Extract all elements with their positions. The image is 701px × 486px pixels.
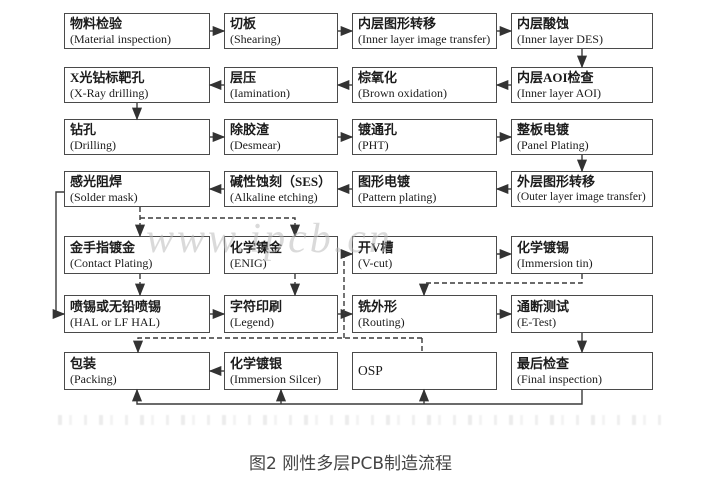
node-zh-label: 钻孔 bbox=[70, 121, 97, 137]
node-en-label: (Iamination) bbox=[230, 85, 290, 100]
node-en-label: (Immersion Silcer) bbox=[230, 371, 321, 386]
figure-caption: 图2 刚性多层PCB制造流程 bbox=[248, 454, 452, 474]
node-legend: 字符印刷(Legend) bbox=[224, 295, 338, 333]
node-zh-label: 金手指镀金 bbox=[70, 239, 136, 255]
node-en-label: (Contact Plating) bbox=[70, 255, 153, 270]
node-osp: OSP bbox=[352, 352, 497, 390]
node-en-label: (Inner layer DES) bbox=[517, 31, 603, 46]
node-alkaline-etching: 碱性蚀刻（SES）(Alkaline etching) bbox=[224, 171, 338, 207]
node-zh-label: 化学镀锡 bbox=[517, 239, 570, 255]
node-en-label: (ENIG) bbox=[230, 255, 267, 270]
node-immersion-silver: 化学镀银(Immersion Silcer) bbox=[224, 352, 338, 390]
node-en-label: (Inner layer image transfer) bbox=[358, 31, 491, 46]
node-etest: 通断测试(E-Test) bbox=[511, 295, 653, 333]
node-panel-plating: 整板电镀(Panel Plating) bbox=[511, 119, 653, 155]
node-zh-label: 棕氧化 bbox=[358, 69, 398, 85]
node-zh-label: 镀通孔 bbox=[358, 121, 398, 137]
node-en-label: (Final inspection) bbox=[517, 371, 602, 386]
edge-final-inspection-to-packing bbox=[131, 388, 583, 405]
node-zh-label: 最后检查 bbox=[517, 355, 570, 371]
node-zh-label: 包装 bbox=[70, 355, 97, 371]
node-zh-label: 碱性蚀刻（SES） bbox=[230, 173, 332, 189]
node-zh-label: 字符印刷 bbox=[230, 298, 283, 314]
node-enig: 化学镍金(ENIG) bbox=[224, 236, 338, 274]
node-zh-label: 化学镀银 bbox=[230, 355, 283, 371]
node-en-label: (Brown oxidation) bbox=[358, 85, 447, 100]
node-inner-layer-des: 内层酸蚀(Inner layer DES) bbox=[511, 13, 653, 49]
node-desmear: 除胶渣(Desmear) bbox=[224, 119, 338, 155]
node-en-label: (Routing) bbox=[358, 314, 405, 329]
node-zh-label: 喷锡或无铅喷锡 bbox=[70, 298, 162, 314]
edge-solder-mask-to-enig bbox=[140, 217, 301, 238]
node-en-label: (HAL or LF HAL) bbox=[70, 314, 160, 329]
node-zh-label: 内层AOI检查 bbox=[517, 69, 594, 85]
node-hal: 喷锡或无铅喷锡(HAL or LF HAL) bbox=[64, 295, 210, 333]
node-zh-label: 内层图形转移 bbox=[358, 15, 437, 31]
edge-option-junction-to-vcut bbox=[340, 248, 354, 338]
node-en-label: (Packing) bbox=[70, 371, 117, 386]
node-zh-label: 铣外形 bbox=[358, 298, 398, 314]
edge-solder-mask-to-hal bbox=[52, 191, 66, 320]
node-pattern-plating: 图形电镀(Pattern plating) bbox=[352, 171, 497, 207]
node-zh-label: 开V槽 bbox=[358, 239, 394, 255]
node-drilling: 钻孔(Drilling) bbox=[64, 119, 210, 155]
node-immersion-tin: 化学镀锡(Immersion tin) bbox=[511, 236, 653, 274]
node-en-label: (Shearing) bbox=[230, 31, 281, 46]
node-zh-label: 通断测试 bbox=[517, 298, 570, 314]
node-zh-label: 外层图形转移 bbox=[517, 173, 596, 189]
node-material-inspection: 物料检验(Material inspection) bbox=[64, 13, 210, 49]
node-contact-plating: 金手指镀金(Contact Plating) bbox=[64, 236, 210, 274]
edge-immersion-tin-to-routing bbox=[418, 274, 583, 297]
node-en-label: (Panel Plating) bbox=[517, 137, 589, 152]
node-en-label: (Legend) bbox=[230, 314, 274, 329]
node-final-inspection: 最后检查(Final inspection) bbox=[511, 352, 653, 390]
node-pht: 镀通孔(PHT) bbox=[352, 119, 497, 155]
node-solder-mask: 感光阻焊(Solder mask) bbox=[64, 171, 210, 207]
node-zh-label: 图形电镀 bbox=[358, 173, 411, 189]
node-en-label: (Desmear) bbox=[230, 137, 281, 152]
node-zh-label: 层压 bbox=[230, 69, 257, 85]
node-en-label: (X-Ray drilling) bbox=[70, 85, 149, 100]
node-en-label: (Pattern plating) bbox=[358, 189, 437, 204]
node-en-label: (E-Test) bbox=[517, 314, 557, 329]
node-zh-label: 感光阻焊 bbox=[70, 173, 123, 189]
node-zh-label: 除胶渣 bbox=[230, 121, 270, 137]
node-outer-layer-image-transfer: 外层图形转移(Outer layer image transfer) bbox=[511, 171, 653, 207]
node-routing: 铣外形(Routing) bbox=[352, 295, 497, 333]
node-en-label: (Material inspection) bbox=[70, 31, 171, 46]
node-vcut: 开V槽(V-cut) bbox=[352, 236, 497, 274]
node-zh-label: 内层酸蚀 bbox=[517, 15, 570, 31]
node-brown-oxidation: 棕氧化(Brown oxidation) bbox=[352, 67, 497, 103]
node-inner-layer-aoi: 内层AOI检查(Inner layer AOI) bbox=[511, 67, 653, 103]
edge-option-junction-to-packing bbox=[132, 337, 422, 354]
node-zh-label: 物料检验 bbox=[70, 15, 123, 31]
node-en-label: (Inner layer AOI) bbox=[517, 85, 601, 100]
node-en-label: (V-cut) bbox=[358, 255, 393, 270]
node-en-label: (Drilling) bbox=[70, 137, 116, 152]
node-en-label: (PHT) bbox=[358, 137, 389, 152]
node-en-label: (Immersion tin) bbox=[517, 255, 593, 270]
node-inner-layer-image-transfer: 内层图形转移(Inner layer image transfer) bbox=[352, 13, 497, 49]
node-zh-label: 化学镍金 bbox=[230, 239, 283, 255]
node-en-label: (Alkaline etching) bbox=[230, 189, 318, 204]
node-zh-label: X光钻标靶孔 bbox=[70, 69, 145, 85]
node-lamination: 层压(Iamination) bbox=[224, 67, 338, 103]
node-zh-label: OSP bbox=[358, 363, 383, 378]
node-zh-label: 整板电镀 bbox=[517, 121, 570, 137]
node-en-label: (Solder mask) bbox=[70, 189, 138, 204]
faint-watermark-strip bbox=[58, 415, 664, 425]
node-en-label: (Outer layer image transfer) bbox=[517, 190, 646, 203]
node-zh-label: 切板 bbox=[230, 15, 257, 31]
